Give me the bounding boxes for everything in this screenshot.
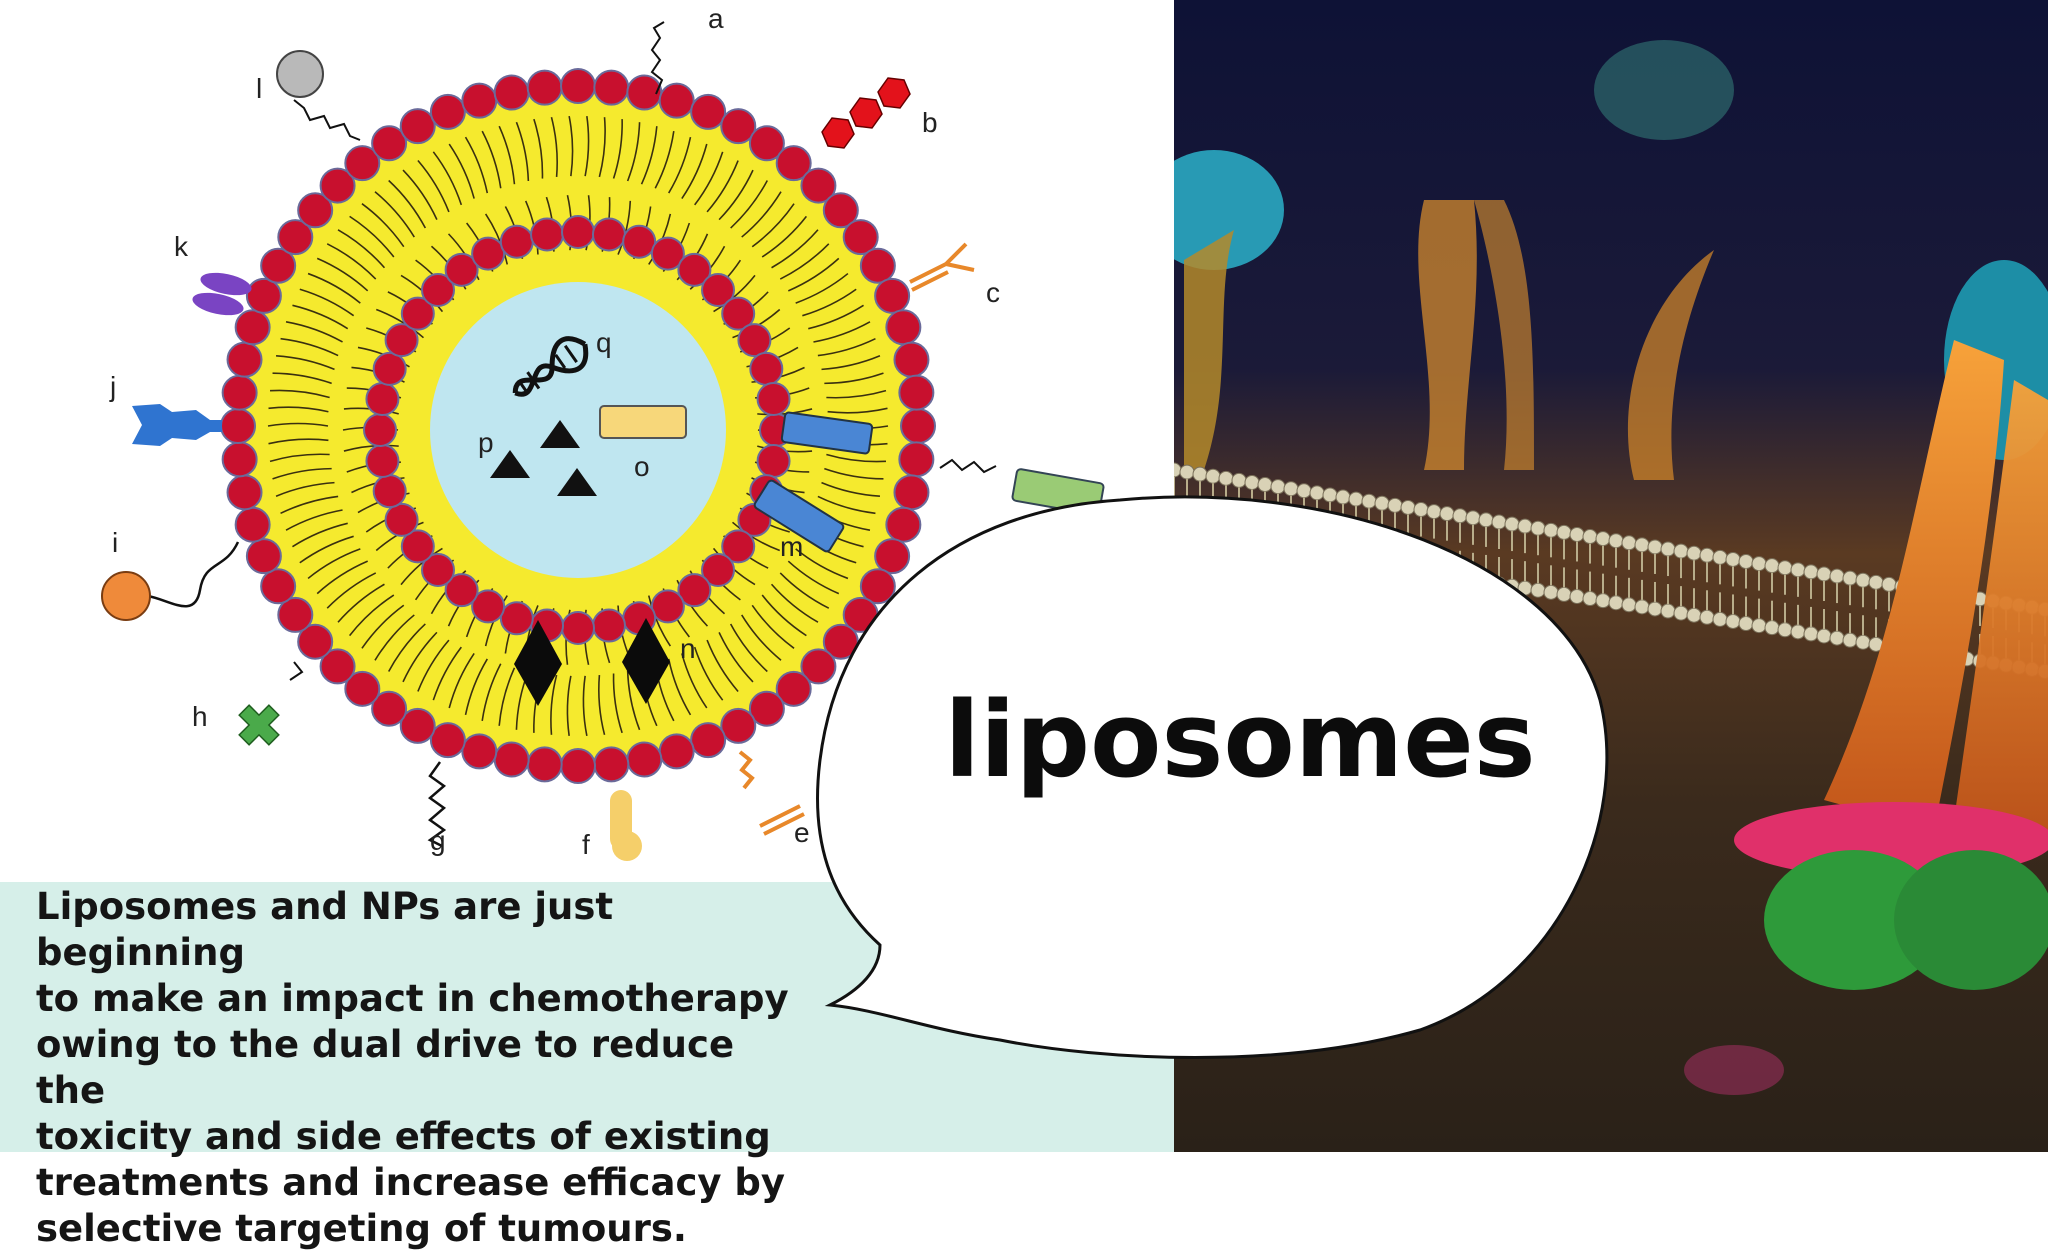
label-l: l (256, 73, 262, 104)
protein-mid-1 (1418, 200, 1477, 470)
label-i: i (112, 527, 118, 558)
label-h: h (192, 701, 208, 732)
label-f: f (582, 829, 590, 860)
label-j: j (109, 371, 116, 402)
cross-h-icon (238, 661, 304, 746)
label-c: c (986, 277, 1000, 308)
teal-protein-left (1174, 150, 1284, 270)
label-a: a (708, 3, 724, 34)
hydrophobic-drug-1 (780, 411, 874, 455)
green-subunit-2 (1894, 850, 2048, 990)
polymer-g (427, 761, 447, 848)
lipid-chain-f (610, 790, 642, 861)
protein-mid-3 (1627, 250, 1714, 480)
label-e: e (794, 817, 810, 848)
label-n: n (680, 633, 696, 664)
diamond-n2 (622, 618, 670, 704)
green-subunit-1 (1764, 850, 1944, 990)
protein-left (1184, 230, 1234, 470)
label-m: m (780, 531, 803, 562)
caption-text: Liposomes and NPs are just beginning to … (36, 885, 789, 1250)
cell-membrane-svg (1174, 0, 2048, 1152)
label-g: g (430, 825, 446, 856)
antibody-e (738, 750, 805, 836)
floating-protein (1594, 40, 1734, 140)
tethered-ball-i (101, 541, 240, 621)
triangle-p3 (557, 468, 597, 496)
drug-bar-o (599, 405, 687, 439)
orange-channel-protein-2 (1954, 380, 2048, 830)
diamond-n1 (514, 620, 562, 706)
protein-k (192, 272, 252, 316)
aqueous-core (430, 282, 726, 578)
label-p: p (478, 427, 494, 458)
cell-membrane-image (1174, 0, 2048, 1152)
triangle-p1 (490, 450, 530, 478)
peptide-b (821, 77, 911, 149)
triangle-p2 (540, 420, 580, 448)
orange-channel-protein (1824, 340, 2004, 830)
linker-box (939, 458, 1105, 516)
antibody-c (909, 242, 975, 292)
protein-mid-2 (1474, 200, 1534, 470)
label-o: o (634, 451, 650, 482)
blurred-particle (1684, 1045, 1784, 1095)
ball-l (276, 50, 361, 141)
ligand-a (650, 21, 665, 95)
liposome-diagram-svg: a b c e f g h i j k l m n o p q (101, 3, 1105, 861)
label-k: k (174, 231, 189, 262)
arrow-j-icon (132, 404, 222, 446)
label-b: b (922, 107, 938, 138)
slide-title: liposomes (944, 679, 1536, 801)
label-q: q (596, 327, 612, 358)
dna-icon (512, 336, 589, 397)
